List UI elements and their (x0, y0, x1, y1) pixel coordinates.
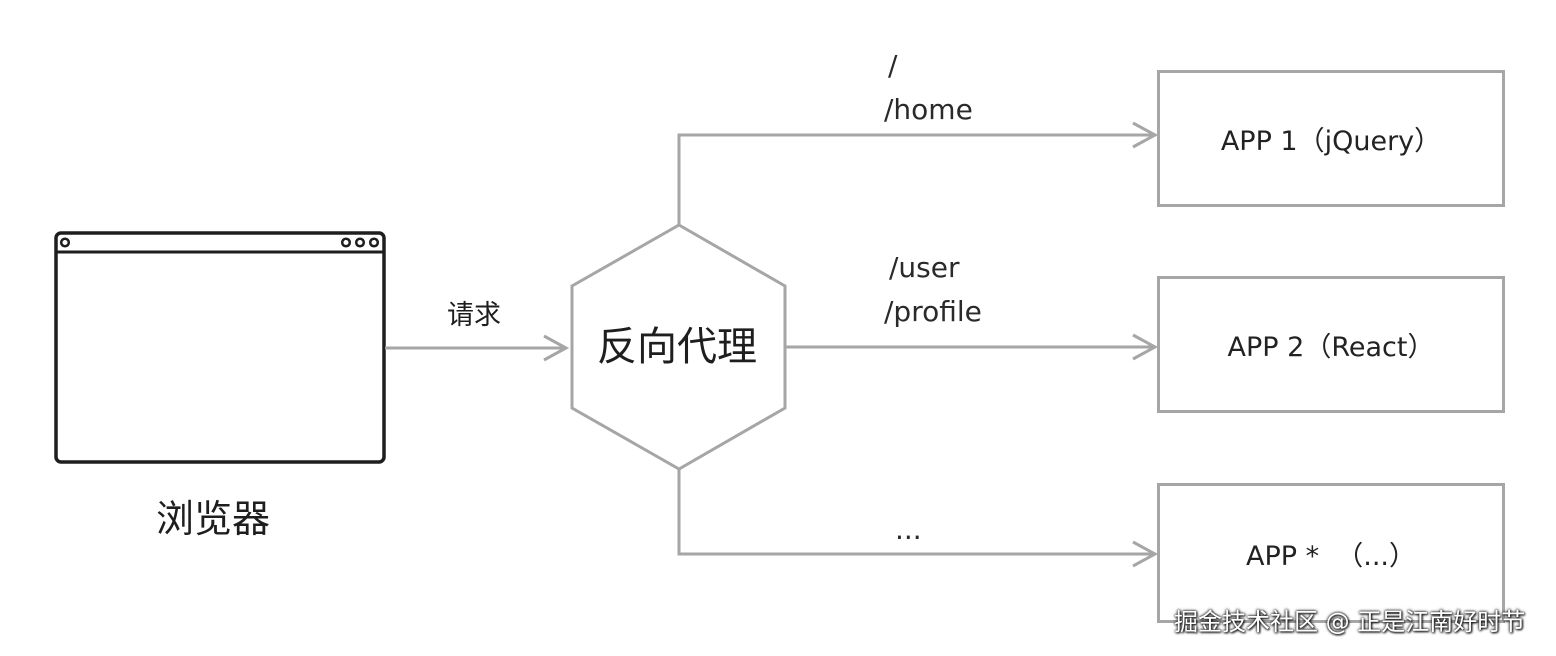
route-label-ellipsis: ... (895, 513, 922, 546)
reverse-proxy-label: 反向代理 (597, 324, 757, 370)
request-label: 请求 (447, 300, 501, 331)
app-1-label: APP 1（jQuery） (1220, 126, 1442, 157)
app-star-label: APP * （...） (1245, 540, 1417, 572)
app-box-2: APP 2（React） (1157, 276, 1505, 413)
app-box-star: APP * （...） (1157, 483, 1505, 623)
route-label-profile: /profile (884, 295, 982, 328)
app-2-label: APP 2（React） (1227, 332, 1435, 363)
route-label-user: /user (889, 251, 960, 284)
route-connector-app-star (677, 469, 1159, 568)
browser-label: 浏览器 (156, 497, 271, 541)
route-connector-app2 (785, 333, 1159, 361)
route-label-home: /home (884, 93, 973, 126)
browser-window-icon (54, 231, 386, 464)
route-label-root: / (888, 49, 898, 82)
request-arrow (385, 334, 570, 362)
watermark-text: 掘金技术社区 @ 正是江南好时节 (1174, 608, 1526, 636)
app-box-1: APP 1（jQuery） (1157, 70, 1505, 207)
route-connector-app1 (677, 121, 1159, 225)
